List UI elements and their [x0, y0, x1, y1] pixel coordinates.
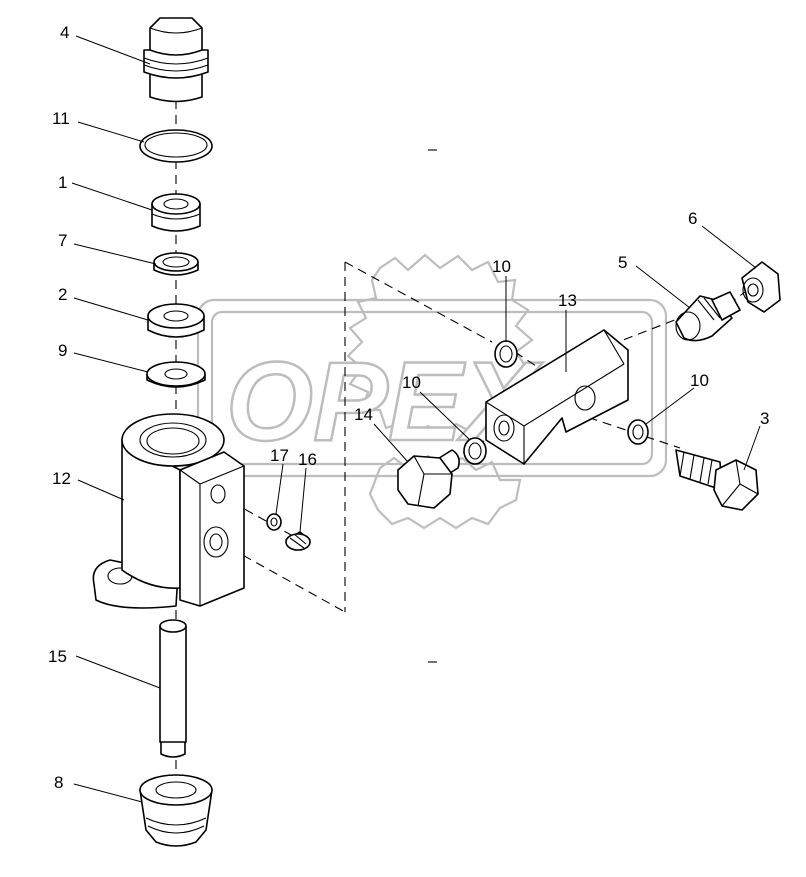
callout-16: 16 — [298, 450, 317, 469]
callout-11: 11 — [52, 109, 70, 128]
part-1-spring — [151, 193, 201, 232]
callout-17: 17 — [270, 446, 289, 465]
part-12-valve-body — [92, 413, 245, 609]
callout-1: 1 — [58, 173, 67, 192]
leader-lines — [71, 35, 761, 803]
part-4-plug — [143, 17, 209, 103]
part-11-o-ring — [139, 129, 213, 163]
part-2-nut — [147, 303, 205, 338]
callout-15: 15 — [48, 647, 67, 666]
part-10-seal-ring-b — [463, 437, 487, 465]
part-5-fitting — [675, 291, 741, 342]
part-6-cap — [741, 261, 781, 313]
part-3-bolt — [675, 449, 759, 511]
callout-7: 7 — [58, 231, 67, 250]
callout-4: 4 — [60, 23, 69, 42]
part-10-seal-ring-a — [494, 340, 518, 368]
part-16-small-plug — [285, 531, 311, 551]
part-8-bottom-plug — [139, 774, 213, 847]
callout-8: 8 — [54, 773, 63, 792]
part-14-bolt — [397, 449, 460, 509]
part-10-seal-ring-c — [627, 419, 649, 445]
callout-9: 9 — [58, 341, 67, 360]
part-9-flat-washer — [146, 361, 206, 388]
callout-5: 5 — [618, 253, 627, 272]
callout-13: 13 — [558, 291, 577, 310]
part-15-pin — [159, 619, 187, 758]
callout-10-upper: 10 — [492, 257, 511, 276]
part-13-manifold-block — [485, 329, 629, 465]
callout-3: 3 — [760, 409, 769, 428]
callout-labels: 4 11 1 7 2 9 12 15 8 17 16 14 10 10 10 1… — [48, 23, 769, 792]
callout-10-middle: 10 — [402, 373, 421, 392]
callout-12: 12 — [52, 469, 71, 488]
callout-14: 14 — [354, 405, 373, 424]
part-17-small-ring — [266, 513, 282, 531]
callout-6: 6 — [688, 209, 697, 228]
part-7-washer — [153, 252, 199, 276]
callout-2: 2 — [58, 285, 67, 304]
callout-10-right: 10 — [690, 371, 709, 390]
